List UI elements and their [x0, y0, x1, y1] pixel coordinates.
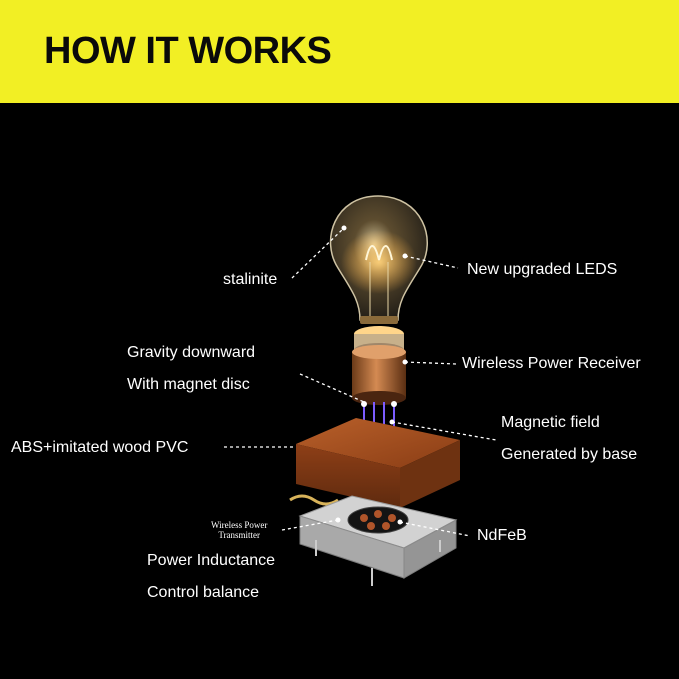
receiver-cylinder [352, 345, 406, 405]
label-stalinite: stalinite [223, 271, 278, 288]
label-transmitter-line1: Wireless Power [211, 520, 268, 530]
label-power-line2: Control balance [147, 584, 260, 601]
power-wire [289, 494, 339, 506]
label-transmitter: Wireless Power Transmitter [211, 520, 268, 541]
header-banner: HOW IT WORKS [0, 0, 679, 103]
leader-stalinite [291, 227, 345, 279]
label-gravity-line2: With magnet disc [127, 376, 250, 393]
leader-receiver [404, 361, 457, 365]
label-ndfeb: NdFeB [477, 527, 527, 544]
magnet-coil [347, 506, 409, 534]
leader-dots [335, 225, 408, 525]
wooden-base [296, 418, 460, 508]
label-magnetic-line2: Generated by base [501, 446, 638, 463]
label-magnetic-line1: Magnetic field [501, 414, 600, 431]
label-transmitter-line2: Transmitter [218, 529, 261, 540]
label-leds: New upgraded LEDS [467, 261, 618, 278]
page-title: HOW IT WORKS [44, 30, 332, 72]
label-power-line1: Power Inductance [147, 552, 276, 569]
label-receiver: Wireless Power Receiver [462, 355, 641, 372]
label-gravity-line1: Gravity downward [127, 344, 256, 361]
bulb [329, 195, 428, 324]
leader-lines [224, 227, 497, 537]
label-abs: ABS+imitated wood PVC [11, 439, 189, 456]
